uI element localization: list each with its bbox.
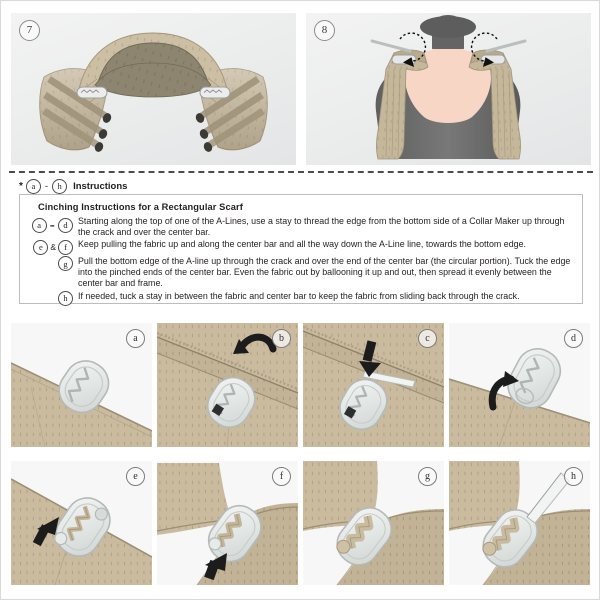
tag-separator-ad: - [49, 216, 55, 234]
instructions-title: Cinching Instructions for a Rectangular … [38, 202, 243, 212]
fabric-tip-marker-c [343, 406, 357, 419]
tag-letter-f: f [58, 239, 73, 255]
fabric-lobe-right-g [337, 509, 444, 585]
curved-arrow-b [233, 333, 277, 354]
arrow-head-right [482, 57, 495, 67]
center-band-b [157, 337, 298, 409]
header-dash: - [44, 181, 49, 192]
header-letter-from: a [25, 179, 41, 194]
up-arrow-e [32, 517, 59, 547]
section-divider [9, 171, 593, 173]
header-letter-to: h [52, 179, 68, 194]
step-letter-badge-h: h [564, 467, 583, 486]
instruction-row-g: g Pull the bottom edge of the A-line up … [29, 256, 573, 290]
instruction-text-g: Pull the bottom edge of the A-line up th… [78, 255, 571, 289]
step-panel-grid: a b [11, 323, 591, 591]
step-panel-d: d [449, 323, 590, 447]
illustration-panel-7: 7 [11, 13, 296, 165]
step-letter-badge-a: a [126, 329, 145, 348]
step-panel-c: c [303, 323, 444, 447]
stay-tool-c [362, 370, 416, 388]
collar-maker-left [76, 86, 108, 99]
arrow-head-left [402, 57, 415, 67]
top-illustration-row: 7 [11, 13, 591, 165]
curved-up-arrow-d [488, 371, 519, 411]
instruction-tag-g: g [29, 256, 73, 272]
collar-maker-tool-c [339, 378, 388, 430]
instruction-text-ad: Starting along the top of one of the A-L… [78, 216, 565, 238]
step-letter-badge-c: c [418, 329, 437, 348]
tag-letter-g: g [58, 256, 73, 272]
step-panel-a: a [11, 323, 152, 447]
instruction-text-h: If needed, tuck a stay in between the fa… [78, 290, 520, 301]
collar-maker-tool-a [58, 360, 110, 414]
tag-letter-a: a [31, 218, 47, 233]
instructions-header-label: Instructions [73, 181, 128, 192]
rotation-arrow-right [470, 32, 498, 62]
tag-letter-e: e [33, 239, 49, 255]
panel-number-badge: 7 [19, 20, 40, 41]
step-letter-badge-e: e [126, 467, 145, 486]
collar-maker-right [199, 86, 231, 99]
instruction-tag-ad: a - d [29, 216, 73, 235]
step-letter-badge-f: f [272, 467, 291, 486]
step-letter-badge-g: g [418, 467, 437, 486]
step-panel-f: f [157, 461, 298, 585]
down-arrow-c [359, 340, 381, 377]
instruction-row-ef: e & f Keep pulling the fabric up and alo… [29, 239, 573, 255]
instruction-tag-ef: e & f [29, 239, 73, 255]
illustration-panel-8: 8 [306, 13, 591, 165]
collar-maker-tool-g [336, 507, 392, 566]
up-arrow-f [204, 553, 227, 581]
step-letter-badge-d: d [564, 329, 583, 348]
instruction-row-ad: a - d Starting along the top of one of t… [29, 216, 573, 238]
tag-letter-h: h [58, 291, 73, 307]
instruction-tag-h: h [29, 291, 73, 307]
collar-maker-tool-e [54, 497, 111, 557]
tag-separator-ef: & [50, 242, 56, 253]
panel-number-badge: 8 [314, 20, 335, 41]
collar-arch [78, 32, 228, 103]
fabric-lobe-left-h [449, 461, 520, 531]
instruction-row-h: h If needed, tuck a stay in between the … [29, 291, 573, 307]
fabric-lobe-left-f [157, 463, 233, 535]
asterisk-marker: * [19, 180, 23, 192]
instructions-box: Cinching Instructions for a Rectangular … [19, 194, 583, 307]
tag-letter-d: d [58, 218, 73, 233]
stay-needle-left [370, 39, 412, 53]
instructions-header: * a - h Instructions [19, 179, 127, 194]
collar-maker-tool-b [207, 376, 256, 428]
instruction-text-ef: Keep pulling the fabric up and along the… [78, 239, 526, 250]
right-hanging-scarf [468, 49, 521, 160]
step-panel-b: b [157, 323, 298, 447]
fabric-tip-marker-b [211, 403, 225, 417]
step-panel-e: e [11, 461, 152, 585]
collar-maker-tool-f [207, 504, 262, 563]
stay-needle-right [485, 39, 527, 53]
step-panel-h: h [449, 461, 590, 585]
step-letter-badge-b: b [272, 329, 291, 348]
step-panel-g: g [303, 461, 444, 585]
collar-maker-tool-d [507, 348, 562, 409]
rotation-arrow-left [399, 32, 427, 62]
